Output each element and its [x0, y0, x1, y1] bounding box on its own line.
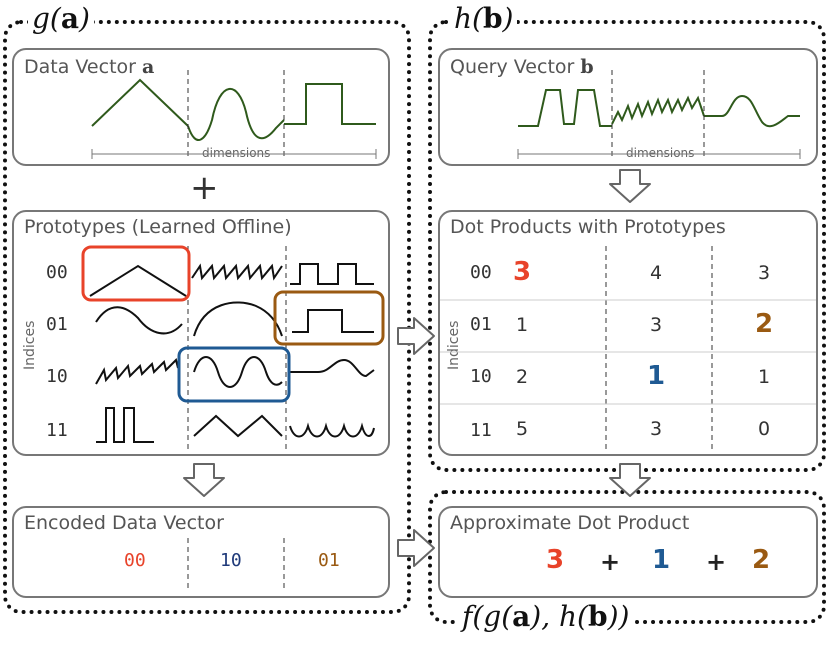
g-region — [3, 20, 411, 614]
dot-products-title: Dot Products with Prototypes — [450, 216, 726, 238]
query-dimension-separators — [611, 70, 705, 158]
h-function-label: h(b) — [450, 2, 518, 35]
dot-index: 10 — [470, 366, 492, 387]
dot-cell: 3 — [757, 262, 771, 284]
dot-index: 11 — [470, 420, 492, 441]
highlight-box-blue — [177, 346, 291, 403]
dot-index: 00 — [470, 262, 492, 283]
dot-cell: 4 — [649, 262, 663, 284]
dot-cell: 0 — [757, 418, 771, 440]
data-dimension-separators — [187, 70, 285, 158]
dot-cell-highlight-red: 3 — [512, 257, 532, 287]
highlight-box-brown — [273, 290, 385, 346]
query-dimensions-label: dimensions — [623, 146, 698, 160]
encoded-separators — [187, 538, 285, 590]
prototypes-title: Prototypes (Learned Offline) — [24, 216, 292, 238]
data-dimension-ruler — [91, 149, 377, 159]
prototype-index: 00 — [46, 262, 68, 283]
approx-plus: + — [600, 548, 621, 576]
dot-cell-highlight-blue: 1 — [646, 361, 666, 391]
arrow-down-icon — [609, 463, 651, 497]
encoded-panel — [12, 506, 390, 598]
encoded-title: Encoded Data Vector — [24, 512, 224, 534]
dot-table-row-lines — [440, 299, 816, 405]
dot-cell: 2 — [515, 366, 529, 388]
approx-term-blue: 1 — [652, 545, 671, 575]
dot-products-panel — [438, 210, 818, 456]
arrow-right-icon — [397, 529, 435, 567]
query-vector-waveform — [518, 89, 800, 128]
g-function-label: g(a) — [28, 2, 94, 35]
prototype-index: 11 — [46, 420, 68, 441]
approx-term-brown: 2 — [752, 545, 771, 575]
data-vector-waveform — [91, 78, 376, 141]
arrow-down-icon — [609, 169, 651, 203]
data-dimensions-label: dimensions — [199, 146, 274, 160]
dot-cell-highlight-brown: 2 — [754, 309, 774, 339]
arrow-down-icon — [183, 463, 225, 497]
plus-sign: + — [190, 168, 219, 208]
prototype-waveforms — [89, 263, 375, 443]
highlight-box-red — [81, 245, 191, 302]
f-function-label: f(g(a), h(b)) — [458, 600, 634, 633]
dot-cell: 5 — [515, 418, 529, 440]
query-dimension-ruler — [517, 149, 801, 159]
dot-cell: 3 — [649, 314, 663, 336]
encoded-code-brown: 01 — [318, 550, 340, 571]
dot-cell: 1 — [757, 366, 771, 388]
data-vector-title: Data Vector a — [24, 56, 155, 78]
encoded-code-blue: 10 — [220, 550, 242, 571]
dot-cell: 3 — [649, 418, 663, 440]
prototypes-panel — [12, 210, 390, 456]
dot-index: 01 — [470, 314, 492, 335]
encoded-code-red: 00 — [124, 550, 146, 571]
approx-term-red: 3 — [546, 545, 565, 575]
prototype-index: 01 — [46, 314, 68, 335]
approx-title: Approximate Dot Product — [450, 512, 690, 534]
prototype-index: 10 — [46, 366, 68, 387]
arrow-right-icon — [397, 317, 435, 355]
query-vector-title: Query Vector b — [450, 56, 594, 78]
dot-table-separators — [605, 246, 713, 452]
dot-cell: 1 — [515, 314, 529, 336]
approx-panel — [438, 506, 818, 598]
approx-plus: + — [706, 548, 727, 576]
